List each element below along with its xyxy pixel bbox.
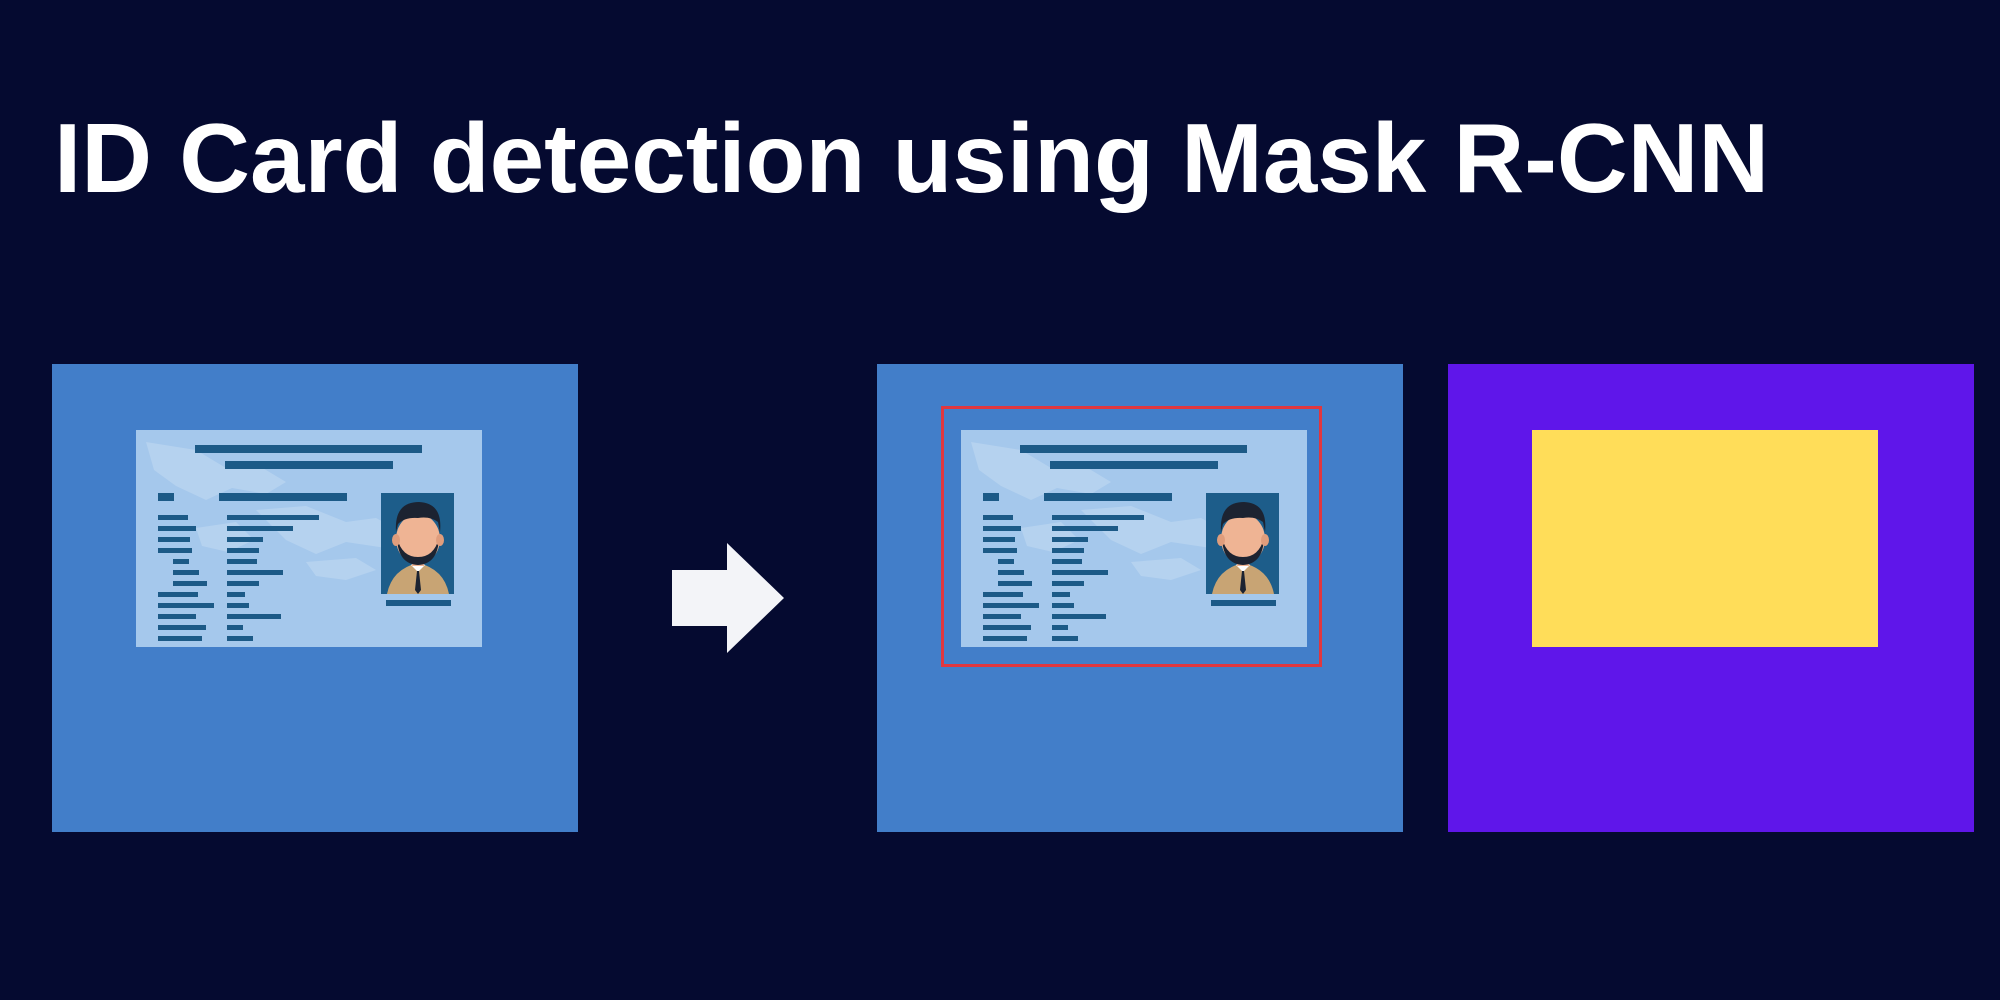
id-card-image — [136, 430, 482, 647]
page-title: ID Card detection using Mask R-CNN — [54, 103, 1770, 213]
input-image-panel — [52, 364, 578, 832]
id-card-mask — [1532, 430, 1878, 647]
right-arrow-icon — [672, 543, 784, 653]
segmentation-mask-panel — [1448, 364, 1974, 832]
detection-result-panel — [877, 364, 1403, 832]
id-card-illustration — [136, 430, 482, 647]
bounding-box — [941, 406, 1322, 667]
